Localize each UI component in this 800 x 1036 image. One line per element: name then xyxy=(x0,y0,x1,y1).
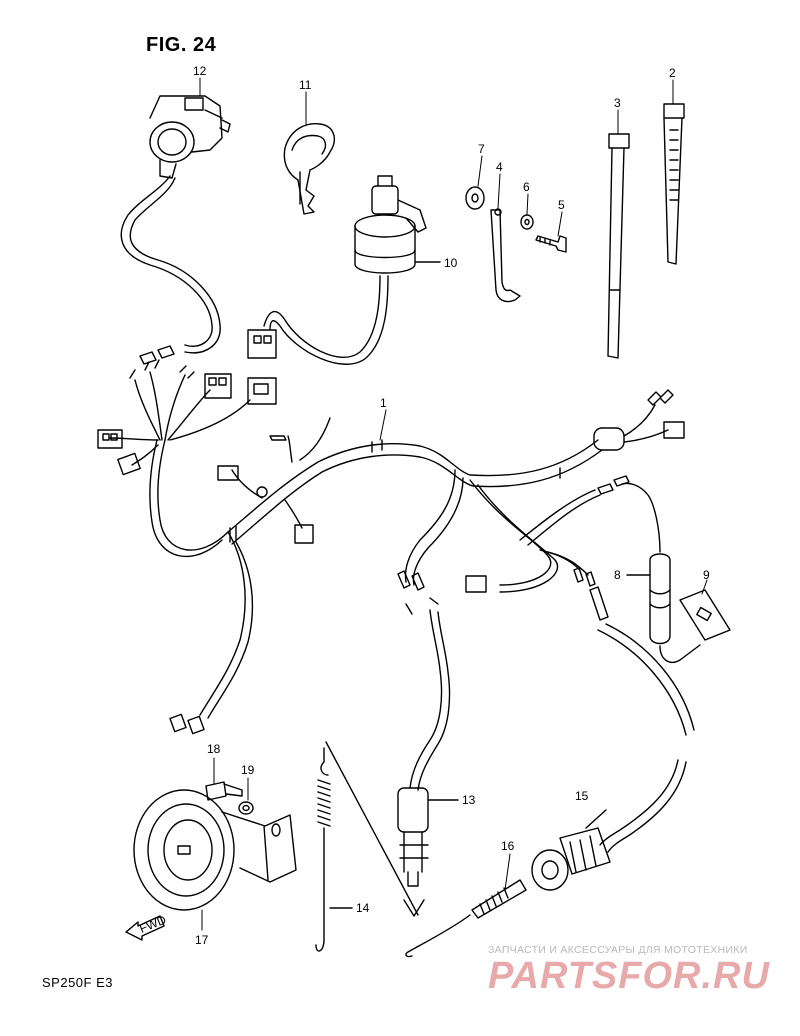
fwd-arrow-icon xyxy=(125,915,165,941)
callout-1: 1 xyxy=(380,396,387,410)
spring-rod xyxy=(315,741,425,952)
model-code: SP250F E3 xyxy=(42,975,113,990)
ignition-switch xyxy=(247,175,441,365)
callout-3: 3 xyxy=(614,96,621,110)
horn xyxy=(133,781,297,911)
ignition-key xyxy=(283,123,336,215)
callout-9: 9 xyxy=(703,568,710,582)
callout-2: 2 xyxy=(669,66,676,80)
callout-15: 15 xyxy=(575,789,589,803)
callout-5: 5 xyxy=(558,198,565,212)
watermark-subtitle: ЗАПЧАСТИ И АКСЕССУАРЫ ДЛЯ МОТОТЕХНИКИ xyxy=(488,944,748,956)
wiring-harness xyxy=(97,345,685,735)
figure-title: FIG. 24 xyxy=(146,34,217,56)
callout-16: 16 xyxy=(501,839,515,853)
resistor-unit xyxy=(621,482,731,664)
callout-10: 10 xyxy=(444,256,458,270)
brake-switch xyxy=(397,597,459,887)
watermark-logo: PARTSFOR.RU xyxy=(488,955,770,997)
callout-19: 19 xyxy=(241,763,255,777)
callout-17: 17 xyxy=(195,933,209,947)
hardware-parts xyxy=(465,186,567,303)
handlebar-switch xyxy=(120,95,231,354)
leader-lines xyxy=(199,77,708,931)
callout-8: 8 xyxy=(614,568,621,582)
callouts: 1 2 3 4 5 6 7 8 9 10 11 12 13 14 15 16 1… xyxy=(137,64,710,947)
callout-13: 13 xyxy=(462,793,476,807)
fwd-label: FWD xyxy=(137,912,168,935)
cable-ties xyxy=(607,103,685,359)
callout-11: 11 xyxy=(299,78,312,92)
rear-brake-switch xyxy=(405,586,695,958)
callout-4: 4 xyxy=(496,160,503,174)
callout-18: 18 xyxy=(207,742,221,756)
callout-6: 6 xyxy=(523,180,530,194)
callout-7: 7 xyxy=(478,142,485,156)
callout-14: 14 xyxy=(356,901,370,915)
callout-12: 12 xyxy=(193,64,207,78)
